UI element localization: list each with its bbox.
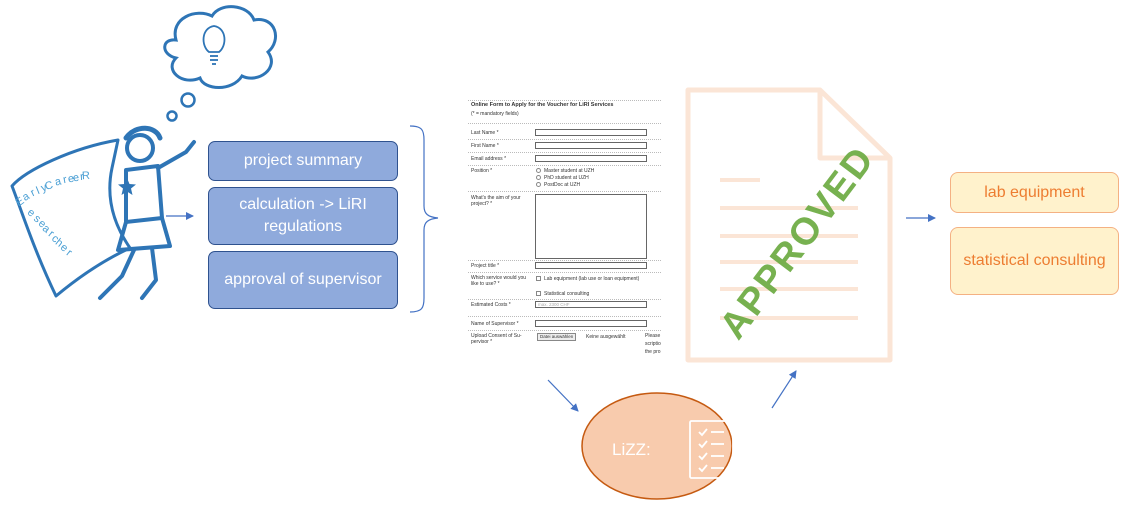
supervisor-input[interactable] xyxy=(535,320,647,327)
step-approval-of-supervisor: approval of supervisor xyxy=(208,251,398,309)
superhero-researcher-icon xyxy=(10,125,196,300)
form-divider xyxy=(468,330,661,331)
steps-brace xyxy=(409,125,439,313)
lizz-label: LiZZ: xyxy=(612,440,651,459)
label-first-name: First Name * xyxy=(471,143,499,149)
cape-text-char: R xyxy=(81,169,91,183)
label-project-title: Project title * xyxy=(471,263,500,269)
step-calculation-liri-regulations: calculation -> LiRI regulations xyxy=(208,187,398,245)
form-title: Online Form to Apply for the Voucher for… xyxy=(471,102,614,108)
service-checkbox-lab[interactable] xyxy=(536,276,541,281)
email-input[interactable] xyxy=(535,155,647,162)
cape-text-char: e xyxy=(72,171,80,185)
last-name-input[interactable] xyxy=(535,129,647,136)
result-lab-equipment: lab equipment xyxy=(950,172,1119,213)
thought-cloud xyxy=(163,5,277,122)
star-icon xyxy=(118,178,136,195)
label-aim: What's the aim of your project? * xyxy=(471,195,521,207)
label-last-name: Last Name * xyxy=(471,130,499,136)
form-divider xyxy=(468,152,661,153)
arrow-lizz-to-document xyxy=(771,370,797,409)
form-divider xyxy=(468,272,661,273)
arrow-form-to-lizz xyxy=(547,379,579,412)
form-divider xyxy=(468,139,661,140)
label-supervisor: Name of Supervisor * xyxy=(471,321,519,327)
service-option-stats: Statistical consulting xyxy=(544,291,590,297)
lightbulb-icon xyxy=(202,25,226,65)
form-divider xyxy=(468,100,661,101)
form-cut-text: the pro xyxy=(645,349,661,355)
document-text-lines xyxy=(720,178,858,320)
step-project-summary: project summary xyxy=(208,141,398,181)
application-form: Online Form to Apply for the Voucher for… xyxy=(468,100,661,358)
position-radio-master[interactable] xyxy=(536,168,541,173)
position-option-master: Master student at UZH xyxy=(544,168,595,174)
position-radio-phd[interactable] xyxy=(536,175,541,180)
service-option-lab: Lab equipment (lab use or loan equipment… xyxy=(544,276,640,282)
label-upload: Upload Consent of Su-pervisor * xyxy=(471,333,522,345)
checklist-icon xyxy=(689,420,734,479)
form-divider xyxy=(468,191,661,192)
approved-document xyxy=(685,87,893,363)
aim-textarea[interactable] xyxy=(535,194,647,259)
file-choose-button[interactable]: Datei auswählen xyxy=(537,333,577,341)
project-title-input[interactable] xyxy=(535,262,647,269)
position-option-postdoc: PostDoc at UZH xyxy=(544,182,581,188)
file-status: Keine ausgewählt xyxy=(586,334,626,340)
lizz-ellipse xyxy=(581,392,733,500)
first-name-input[interactable] xyxy=(535,142,647,149)
form-divider xyxy=(468,299,661,300)
position-radio-postdoc[interactable] xyxy=(536,182,541,187)
form-divider xyxy=(468,165,661,166)
label-email: Email address * xyxy=(471,156,507,162)
label-position: Position * xyxy=(471,168,493,174)
label-costs: Estimated Costs * xyxy=(471,302,511,308)
form-divider xyxy=(468,316,661,317)
label-service: Which service would you like to use? * xyxy=(471,275,527,287)
position-option-phd: PhD student at UZH xyxy=(544,175,589,181)
service-checkbox-stats[interactable] xyxy=(536,291,541,296)
form-cut-text: Please xyxy=(645,333,661,339)
form-subtitle: (* = mandatory fields) xyxy=(471,111,519,117)
form-cut-text: scriptio xyxy=(645,341,661,347)
form-divider xyxy=(468,123,661,124)
form-divider xyxy=(468,260,661,261)
result-statistical-consulting: statistical consulting xyxy=(950,227,1119,295)
costs-input[interactable]: max. 2300 CHF xyxy=(535,301,647,308)
